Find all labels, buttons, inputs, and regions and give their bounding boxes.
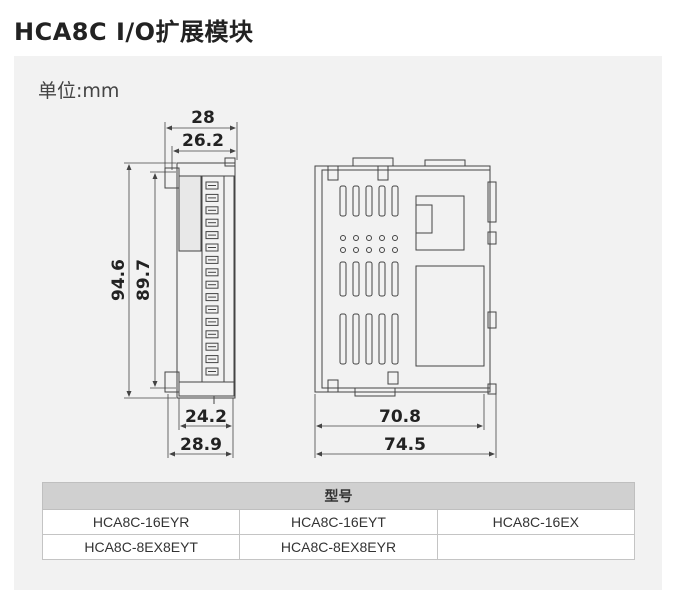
vent-hole: [392, 235, 398, 241]
vent-hole: [379, 235, 385, 241]
model-cell: HCA8C-16EX: [436, 509, 636, 535]
unit-label: 单位:mm: [38, 80, 120, 102]
model-cell: HCA8C-16EYR: [41, 509, 241, 535]
vent-slot: [339, 313, 347, 365]
dim-total-height: 94.6: [109, 259, 129, 301]
terminal-screw-icon: [205, 218, 219, 227]
side-view: [314, 157, 497, 397]
dimension-lines: [124, 122, 497, 458]
terminal-screw-icon: [205, 206, 219, 215]
page-title: HCA8C I/O扩展模块: [14, 18, 254, 46]
model-cell: HCA8C-8EX8EYT: [41, 534, 241, 560]
terminal-screw-icon: [205, 255, 219, 264]
vent-slot: [352, 313, 360, 365]
vent-slot: [365, 261, 373, 297]
terminal-screw-icon: [205, 193, 219, 202]
dimension-drawing: 28 26.2 94.6 89.7 24.2 28.9 70.8 74.5: [109, 108, 497, 458]
vent-slot: [352, 261, 360, 297]
vent-slot: [378, 313, 386, 365]
terminal-screw-icon: [205, 367, 219, 376]
terminal-screw-icon: [205, 317, 219, 326]
vent-slot: [378, 185, 386, 217]
model-table-header: 型号: [42, 482, 635, 510]
dim-top-inner-width: 26.2: [182, 131, 224, 151]
vent-slot: [391, 185, 399, 217]
model-cell: HCA8C-16EYT: [239, 509, 438, 535]
terminal-screw-icon: [205, 268, 219, 277]
terminal-screw-icon: [205, 280, 219, 289]
vent-hole: [366, 247, 372, 253]
dim-inner-height: 89.7: [134, 259, 154, 301]
vent-hole: [379, 247, 385, 253]
terminal-screw-icon: [205, 355, 219, 364]
dimension-arrows: [126, 125, 495, 457]
terminal-screw-icon: [205, 293, 219, 302]
model-table: 型号 HCA8C-16EYR HCA8C-16EYT HCA8C-16EX HC…: [41, 482, 636, 560]
dim-depth-inner: 70.8: [379, 407, 421, 427]
table-row: HCA8C-16EYR HCA8C-16EYT HCA8C-16EX: [41, 509, 636, 535]
vent-hole: [353, 247, 359, 253]
dim-depth-total: 74.5: [384, 435, 426, 455]
terminal-screw-icon: [205, 342, 219, 351]
table-row: HCA8C-8EX8EYT HCA8C-8EX8EYR: [41, 534, 636, 560]
vent-hole: [340, 235, 346, 241]
terminal-screw-icon: [205, 231, 219, 240]
model-cell: HCA8C-8EX8EYR: [239, 534, 438, 560]
vent-slot: [391, 261, 399, 297]
vent-slot: [391, 313, 399, 365]
vent-slot: [352, 185, 360, 217]
terminal-screw-icon: [205, 181, 219, 190]
vent-hole: [366, 235, 372, 241]
dim-top-width: 28: [191, 108, 215, 128]
vent-slot: [365, 313, 373, 365]
dim-bottom-width: 28.9: [180, 435, 222, 455]
front-view: [164, 157, 236, 404]
vent-slot: [339, 185, 347, 217]
terminal-screw-icon: [205, 305, 219, 314]
terminal-screw-icon: [205, 243, 219, 252]
vent-slot: [365, 185, 373, 217]
vent-hole: [392, 247, 398, 253]
dim-bottom-inner-width: 24.2: [185, 407, 227, 427]
vent-slot: [378, 261, 386, 297]
vent-slot: [339, 261, 347, 297]
terminal-screw-icon: [205, 330, 219, 339]
vent-hole: [340, 247, 346, 253]
model-cell: [436, 534, 636, 560]
vent-hole: [353, 235, 359, 241]
